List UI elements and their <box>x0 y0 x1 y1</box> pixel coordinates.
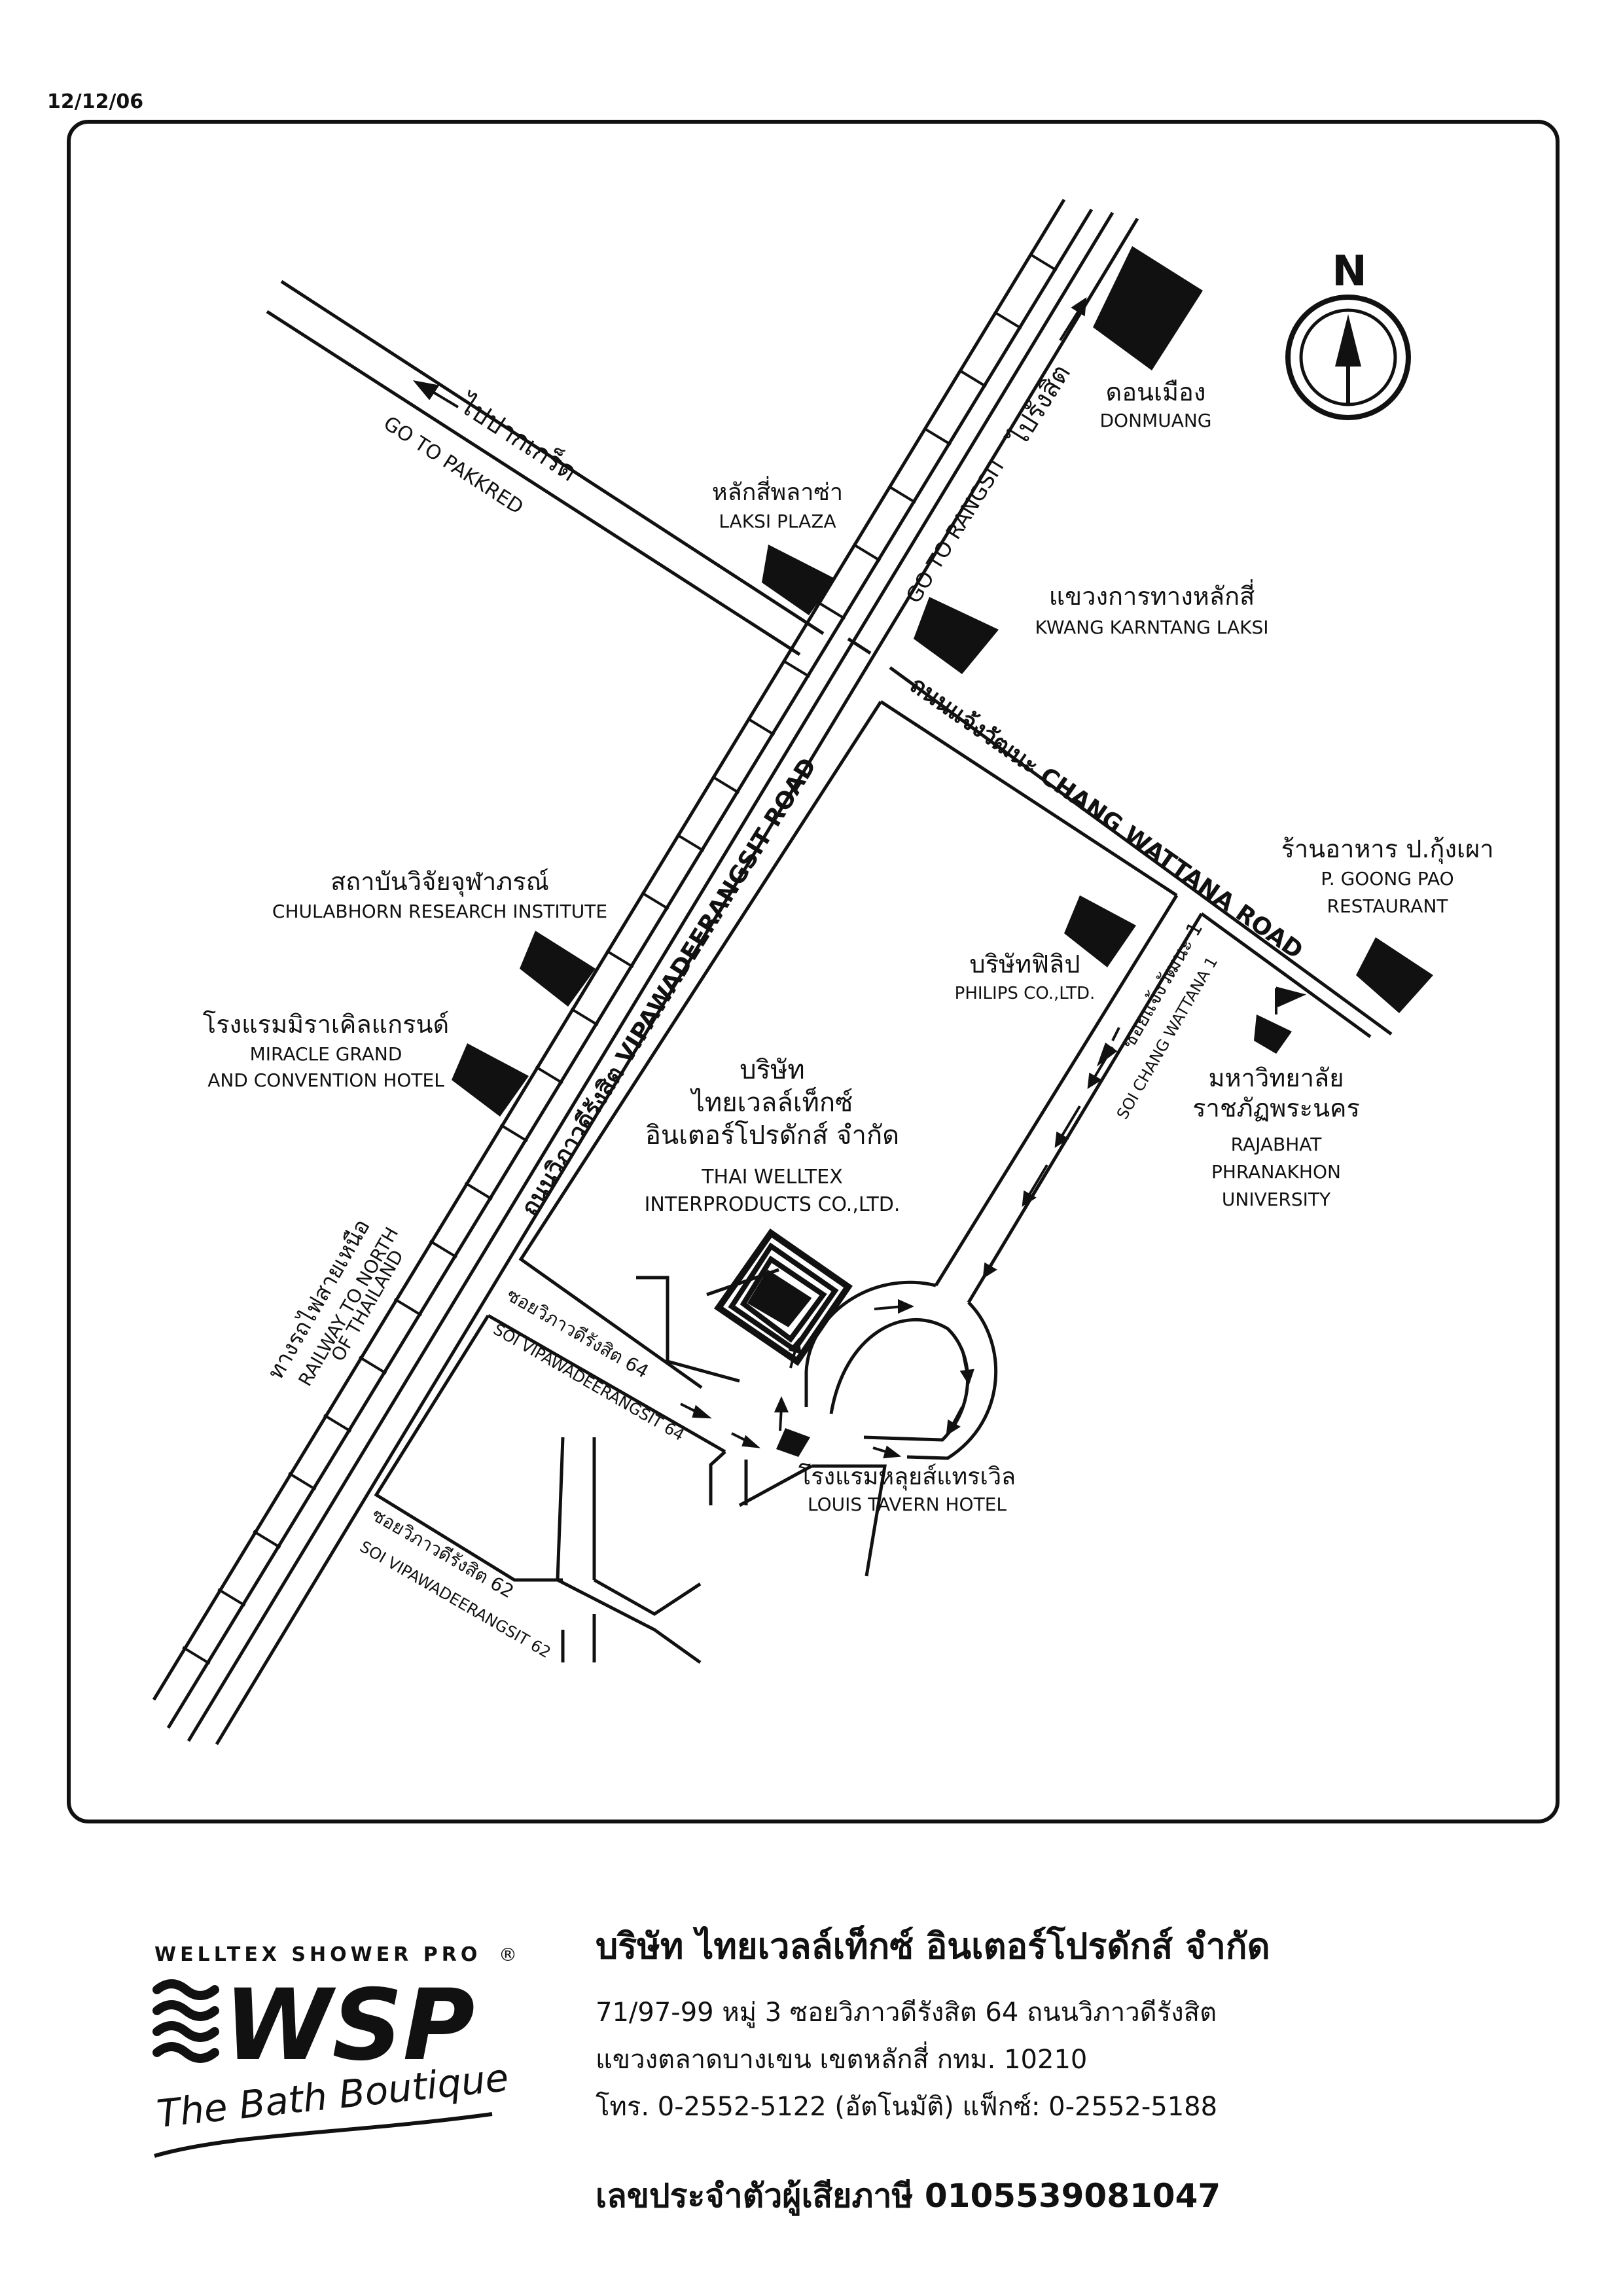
wsp-logo: WELLTEX SHOWER PRO ® WSP The Bath Boutiq… <box>152 1943 517 2158</box>
company-name: บริษัท ไทยเวลล์เท็กซ์ อินเตอร์โปรดักส์ จ… <box>596 1926 1270 1967</box>
louis-thai-label: โรงแรมหลุยส์แทรเวิล <box>798 1463 1016 1491</box>
railway-tie <box>605 949 634 969</box>
laksi-thai-label: หลักสี่พลาซ่า <box>712 476 843 506</box>
railway-tie <box>993 311 1022 330</box>
kwang-building <box>914 597 999 674</box>
louis-eng-label: LOUIS TAVERN HOTEL <box>808 1494 1007 1515</box>
miracle-thai-label: โรงแรมมิราเคิลแกรนด์ <box>203 1010 449 1039</box>
railway-tie <box>1029 253 1058 272</box>
donmuang-thai-label: ดอนเมือง <box>1106 378 1206 406</box>
railway-tie <box>923 427 952 446</box>
laksi-eng-label: LAKSI PLAZA <box>719 511 836 532</box>
railway-tie <box>323 1414 352 1433</box>
welltex-thai-label-2: ไทยเวลล์เท็กซ์ <box>690 1086 853 1118</box>
address-line-2: แขวงตลาดบางเขน เขตหลักสี่ กทม. 10210 <box>596 2045 1088 2075</box>
railway-tie <box>887 485 916 504</box>
railway-tie <box>676 833 705 852</box>
railway-tie <box>464 1181 493 1200</box>
railway-ties <box>182 253 1058 1665</box>
place-labels: ดอนเมือง DONMUANG หลักสี่พลาซ่า LAKSI PL… <box>203 378 1494 1515</box>
welltex-eng-label-2: INTERPRODUCTS CO.,LTD. <box>645 1193 901 1216</box>
rajabhat-eng-label-2: PHRANAKHON <box>1211 1161 1341 1183</box>
vipawadee-road <box>152 198 1139 1746</box>
louis-building <box>776 1428 810 1457</box>
railway-tie <box>570 1007 599 1026</box>
logo-mark-text: WSP <box>224 1969 474 2083</box>
chula-building <box>520 931 596 1007</box>
rajabhat-thai-label-1: มหาวิทยาลัย <box>1209 1064 1344 1092</box>
railway-tie <box>499 1123 528 1143</box>
railway-tie <box>393 1297 423 1317</box>
compass-letter: N <box>1332 247 1367 296</box>
railway-tie <box>535 1066 563 1085</box>
kwang-eng-label: KWANG KARNTANG LAKSI <box>1035 617 1268 638</box>
phone-line: โทร. 0-2552-5122 (อัตโนมัติ) แฟ็กซ์: 0-2… <box>596 2092 1218 2122</box>
map-date: 12/12/06 <box>47 90 144 113</box>
goongpao-eng-label-2: RESTAURANT <box>1327 895 1448 917</box>
rajabhat-thai-label-2: ราชภัฏพระนคร <box>1192 1094 1360 1122</box>
donmuang-building <box>1093 246 1203 370</box>
logo-brand-text: WELLTEX SHOWER PRO <box>154 1943 481 1966</box>
chula-eng-label: CHULABHORN RESEARCH INSTITUTE <box>272 901 607 922</box>
railway-tie <box>817 601 846 620</box>
railway-tie <box>852 543 882 562</box>
miracle-building <box>452 1043 529 1117</box>
railway-tie <box>747 717 776 736</box>
railway-tie <box>711 775 740 795</box>
philips-thai-label: บริษัทฟิลิป <box>970 950 1080 978</box>
goong-pao-building <box>1356 937 1433 1013</box>
goongpao-eng-label-1: P. GOONG PAO <box>1321 868 1454 889</box>
railway-tie <box>217 1588 246 1607</box>
logo-registered-mark: ® <box>499 1944 517 1965</box>
railway-tie <box>782 659 811 678</box>
tax-id: เลขประจำตัวผู้เสียภาษี 0105539081047 <box>596 2177 1221 2215</box>
rajabhat-eng-label-3: UNIVERSITY <box>1222 1189 1331 1210</box>
flag-icon <box>1275 986 1307 1014</box>
welltex-eng-label-1: THAI WELLTEX <box>701 1166 843 1189</box>
wave-icon <box>152 1979 219 2063</box>
pakkred-road <box>266 279 872 656</box>
donmuang-eng-label: DONMUANG <box>1100 410 1212 431</box>
rajabhat-eng-label-1: RAJABHAT <box>1231 1134 1323 1155</box>
philips-eng-label: PHILIPS CO.,LTD. <box>955 984 1096 1003</box>
railway-tie <box>253 1530 281 1549</box>
traffic-arrows <box>412 297 1120 1459</box>
laksi-plaza-building <box>762 545 835 615</box>
chula-thai-label: สถาบันวิจัยจุฬาภรณ์ <box>330 867 549 897</box>
railway-tie <box>641 891 669 910</box>
logo-swoosh <box>154 2112 493 2158</box>
building-blocks <box>452 246 1433 1457</box>
railway-tie <box>958 368 987 388</box>
miracle-eng-label-2: AND CONVENTION HOTEL <box>207 1069 444 1091</box>
welltex-building <box>713 1229 853 1366</box>
welltex-thai-label-3: อินเตอร์โปรดักส์ จำกัด <box>645 1121 899 1151</box>
goongpao-thai-label: ร้านอาหาร ป.กุ้งเผา <box>1281 834 1493 864</box>
railway-tie <box>288 1472 317 1491</box>
philips-building <box>1064 895 1136 967</box>
railway-tie <box>182 1646 211 1665</box>
railway-tie <box>429 1240 457 1259</box>
kwang-thai-label: แขวงการทางหลักสี่ <box>1049 579 1255 611</box>
company-info: บริษัท ไทยเวลล์เท็กซ์ อินเตอร์โปรดักส์ จ… <box>596 1918 1577 2222</box>
welltex-thai-label-1: บริษัท <box>740 1055 805 1085</box>
rangsit-eng-label: GO TO RANGSIT <box>901 452 1011 608</box>
address-line-1: 71/97-99 หมู่ 3 ซอยวิภาวดีรังสิต 64 ถนนว… <box>596 1998 1217 2028</box>
miracle-eng-label-1: MIRACLE GRAND <box>250 1043 402 1065</box>
chang-wattana-road <box>880 666 1393 1039</box>
local-streets <box>374 700 1204 1664</box>
railway-tie <box>358 1355 387 1375</box>
map-frame <box>67 120 1560 1823</box>
rajabhat-building <box>1254 1014 1292 1054</box>
north-compass-icon: N <box>1285 247 1411 420</box>
